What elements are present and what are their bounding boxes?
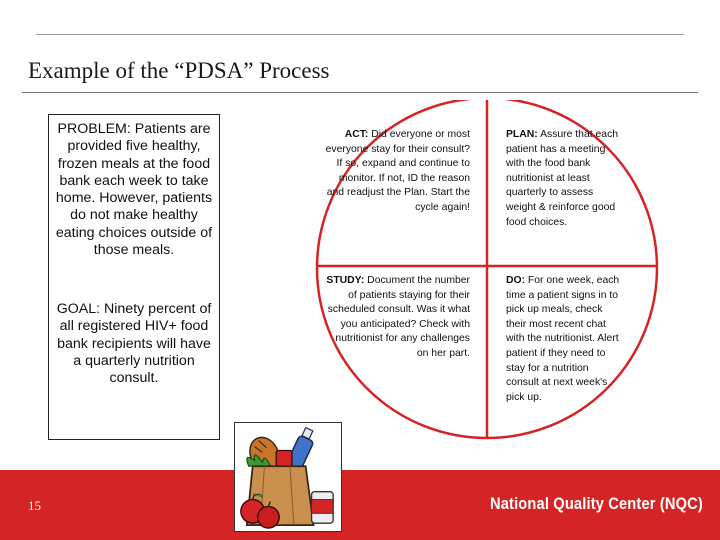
do-text: For one week, each time a patient signs …	[506, 275, 620, 403]
top-rule	[36, 34, 684, 35]
pdsa-study-quadrant: STUDY: Document the number of patients s…	[322, 274, 470, 362]
goal-label: GOAL:	[56, 301, 101, 317]
problem-text: Patients are provided five healthy, froz…	[55, 121, 213, 259]
title-rule	[22, 92, 698, 93]
problem-label: PROBLEM:	[57, 121, 131, 137]
page-number: 15	[28, 498, 41, 513]
study-text: Document the number of patients staying …	[327, 275, 470, 359]
pdsa-plan-quadrant: PLAN: Assure that each patient has a mee…	[506, 128, 626, 230]
footer-band	[0, 470, 720, 540]
act-label: ACT:	[344, 129, 369, 140]
pdsa-cycle-diagram	[315, 100, 659, 440]
goal-text: Ninety percent of all registered HIV+ fo…	[57, 301, 212, 387]
do-label: DO:	[506, 275, 526, 286]
organization-name: National Quality Center (NQC)	[490, 494, 703, 513]
plan-label: PLAN:	[506, 129, 538, 140]
goal-statement: GOAL: Ninety percent of all registered H…	[53, 301, 215, 387]
study-label: STUDY:	[326, 275, 365, 286]
slide-title: Example of the “PDSA” Process	[28, 58, 330, 83]
groceries-clipart-frame	[234, 422, 342, 532]
act-text: Did everyone or most everyone stay for t…	[325, 129, 470, 213]
pdsa-do-quadrant: DO: For one week, each time a patient si…	[506, 274, 622, 405]
problem-statement: PROBLEM: Patients are provided five heal…	[53, 121, 215, 259]
pdsa-act-quadrant: ACT: Did everyone or most everyone stay …	[322, 128, 470, 216]
plan-text: Assure that each patient has a meeting w…	[506, 129, 619, 228]
grocery-bag-icon	[240, 426, 334, 529]
problem-goal-box: PROBLEM: Patients are provided five heal…	[48, 114, 220, 440]
